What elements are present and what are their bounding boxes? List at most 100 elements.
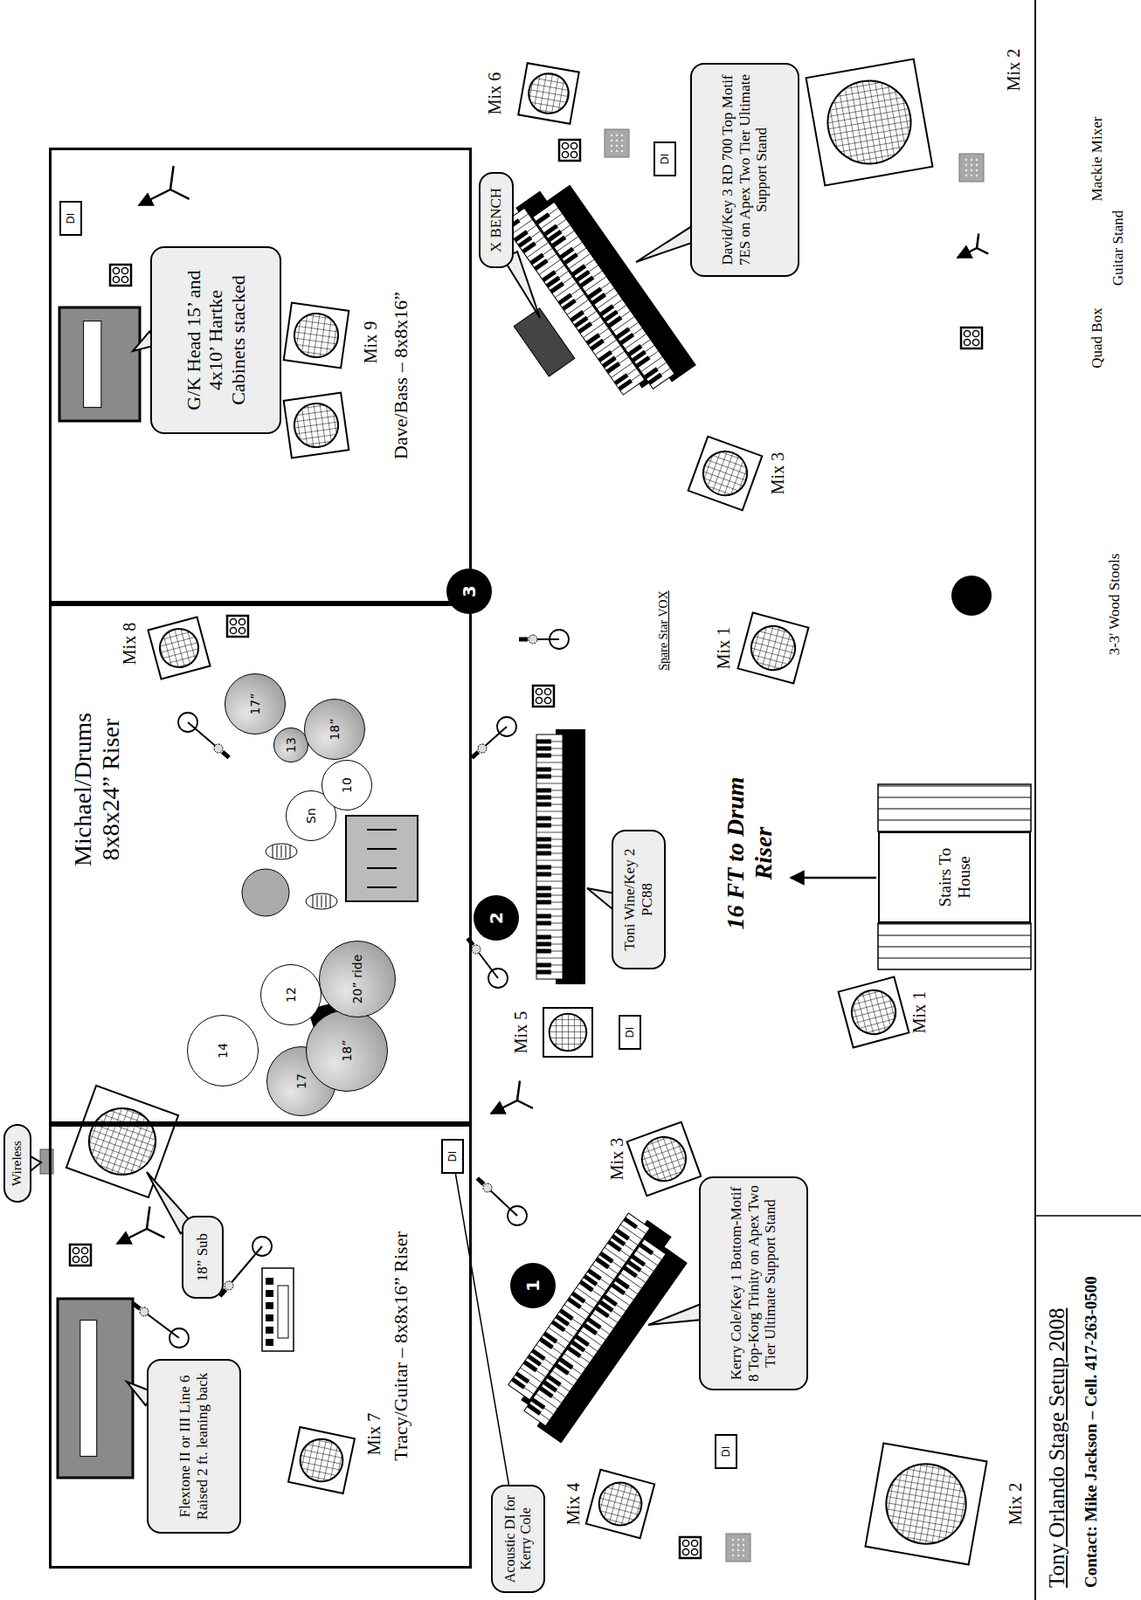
speaker-box xyxy=(838,977,910,1049)
node-text: Flextone II or III Line 6 Raised 2 ft. l… xyxy=(176,1367,211,1527)
wedge-speaker xyxy=(283,303,350,369)
stairs-box: Stairs To House xyxy=(878,831,1031,924)
stage-edge xyxy=(1034,0,1037,1600)
speaker-cone xyxy=(291,401,342,451)
mic-stand xyxy=(467,938,508,989)
callout-pointer xyxy=(648,1304,705,1326)
speaker-box xyxy=(543,1008,593,1058)
label-holder: Contact: Mike Jackson – Cell. 417-263-05… xyxy=(1081,1276,1101,1589)
node-text: DI xyxy=(658,153,671,166)
label-holder: Mix 4 xyxy=(563,1483,584,1526)
node-text: Dave/Bass – 8x8x16” xyxy=(389,291,412,460)
node-text: 2 xyxy=(485,912,507,925)
legend-text-holder: Mackie Mixer xyxy=(1088,117,1107,202)
legend-swatch xyxy=(945,569,998,623)
node-text: 10 xyxy=(340,777,354,794)
node-text: DI xyxy=(623,1027,637,1039)
keyboard-keys xyxy=(536,734,563,980)
wood-stool: 3 xyxy=(446,568,492,615)
speaker-cone xyxy=(155,624,203,672)
wedge-speaker xyxy=(518,62,580,125)
quad-box xyxy=(679,1537,701,1559)
riser-platform: Tracy/Guitar – 8x8x16” RiserFlextone II … xyxy=(48,1124,472,1570)
wedge-speaker xyxy=(806,59,934,187)
mix-label: Mix 2 xyxy=(1005,1483,1026,1526)
node-text: 18” xyxy=(328,718,342,740)
mix-label: Mix 3 xyxy=(607,1138,628,1181)
quad-box xyxy=(69,1244,91,1266)
pedal-board xyxy=(262,1268,294,1352)
wood-stool: 2 xyxy=(473,895,519,941)
mix-label: Mix 4 xyxy=(563,1483,584,1526)
legend-swatch xyxy=(945,311,998,365)
label-holder: Mix 3 xyxy=(767,452,789,495)
legend-swatch xyxy=(945,221,998,275)
speaker-cone xyxy=(746,621,800,675)
legend-text-holder: 3-3' Wood Stools xyxy=(1106,553,1124,657)
speaker-box xyxy=(283,303,350,369)
label-holder: 16 FT to Drum Riser xyxy=(721,757,778,950)
speaker-cone xyxy=(549,1014,588,1052)
mic-stand xyxy=(178,712,229,758)
keyboard xyxy=(499,174,697,409)
node-text: 14 xyxy=(216,1043,230,1059)
drum-cymbal: 10 xyxy=(321,760,373,811)
distance-note: 16 FT to Drum Riser xyxy=(721,757,778,950)
legend-text: Mackie Mixer xyxy=(1088,117,1107,202)
keyboard-body xyxy=(545,185,696,383)
legend-text-holder: Quad Box xyxy=(1088,307,1107,368)
drum-pedal xyxy=(265,843,298,860)
di-box: DI xyxy=(441,1139,464,1175)
node-text: 3 xyxy=(458,585,480,598)
amplifier xyxy=(59,307,140,422)
drum-cymbal: 14 xyxy=(186,1015,259,1087)
speaker-cone xyxy=(79,1099,165,1184)
quad-box xyxy=(559,139,581,161)
riser-platform: Dave/Bass – 8x8x16”DIG/K Head 15’ and 4x… xyxy=(48,147,472,604)
node-text: 17” xyxy=(248,692,263,715)
callout-bubble: Toni Wine/Key 2 PC88 xyxy=(611,829,666,970)
node-text: Acoustic DI for Kerry Cole xyxy=(502,1493,535,1586)
callout-bubble: David/Key 3 RD 700 Top Motif 7ES on Apex… xyxy=(690,62,800,277)
node-text: David/Key 3 RD 700 Top Motif 7ES on Apex… xyxy=(719,70,771,270)
mic-stand xyxy=(477,1178,527,1226)
mic-stand xyxy=(471,717,517,759)
guitar-stand xyxy=(117,1207,165,1245)
plot-title: Tony Orlando Stage Setup 2008 xyxy=(1044,1308,1070,1589)
stool-symbol xyxy=(951,575,992,616)
di-box: DI xyxy=(59,200,83,236)
node-text: 13 xyxy=(284,737,298,754)
stair-steps xyxy=(878,784,1031,970)
mix-label: Mix 5 xyxy=(511,1011,532,1054)
floor-tom xyxy=(242,869,290,917)
wedge-speaker xyxy=(864,1443,987,1565)
legend-text: 3-3' Wood Stools xyxy=(1106,553,1124,657)
mix-label: Spare Star VOX xyxy=(656,590,671,671)
mix-label: Mix 8 xyxy=(119,622,140,665)
drum-cymbal: 20” ride xyxy=(318,940,396,1018)
label-holder: Mix 2 xyxy=(1005,1483,1026,1526)
speaker-box xyxy=(627,1122,702,1197)
node-text: 20” ride xyxy=(351,954,365,1005)
wedge-speaker xyxy=(688,436,763,512)
title-panel-border xyxy=(1035,1215,1141,1218)
callout-bubble: Acoustic DI for Kerry Cole xyxy=(490,1485,546,1594)
legend-text: Quad Box xyxy=(1088,307,1107,368)
wedge-speaker xyxy=(147,616,210,679)
legend-text-holder: Guitar Stand xyxy=(1109,210,1128,286)
drum-cymbal: 18” xyxy=(305,1009,388,1093)
mic-stand xyxy=(518,629,569,650)
node-text: DI xyxy=(719,1446,733,1459)
quad-box xyxy=(227,615,249,637)
node-text: DI xyxy=(64,213,77,225)
label-holder: Mix 9 xyxy=(360,321,381,364)
callout-bubble: 18” Sub xyxy=(181,1216,224,1300)
speaker-box xyxy=(738,613,810,685)
wedge-speaker xyxy=(627,1122,702,1197)
node-text: Tracy/Guitar – 8x8x16” Riser xyxy=(389,1231,412,1462)
mackie-mixer xyxy=(959,153,984,182)
quad-box xyxy=(110,264,132,286)
di-box: DI xyxy=(714,1434,738,1470)
node-text: 18” xyxy=(340,1039,354,1062)
